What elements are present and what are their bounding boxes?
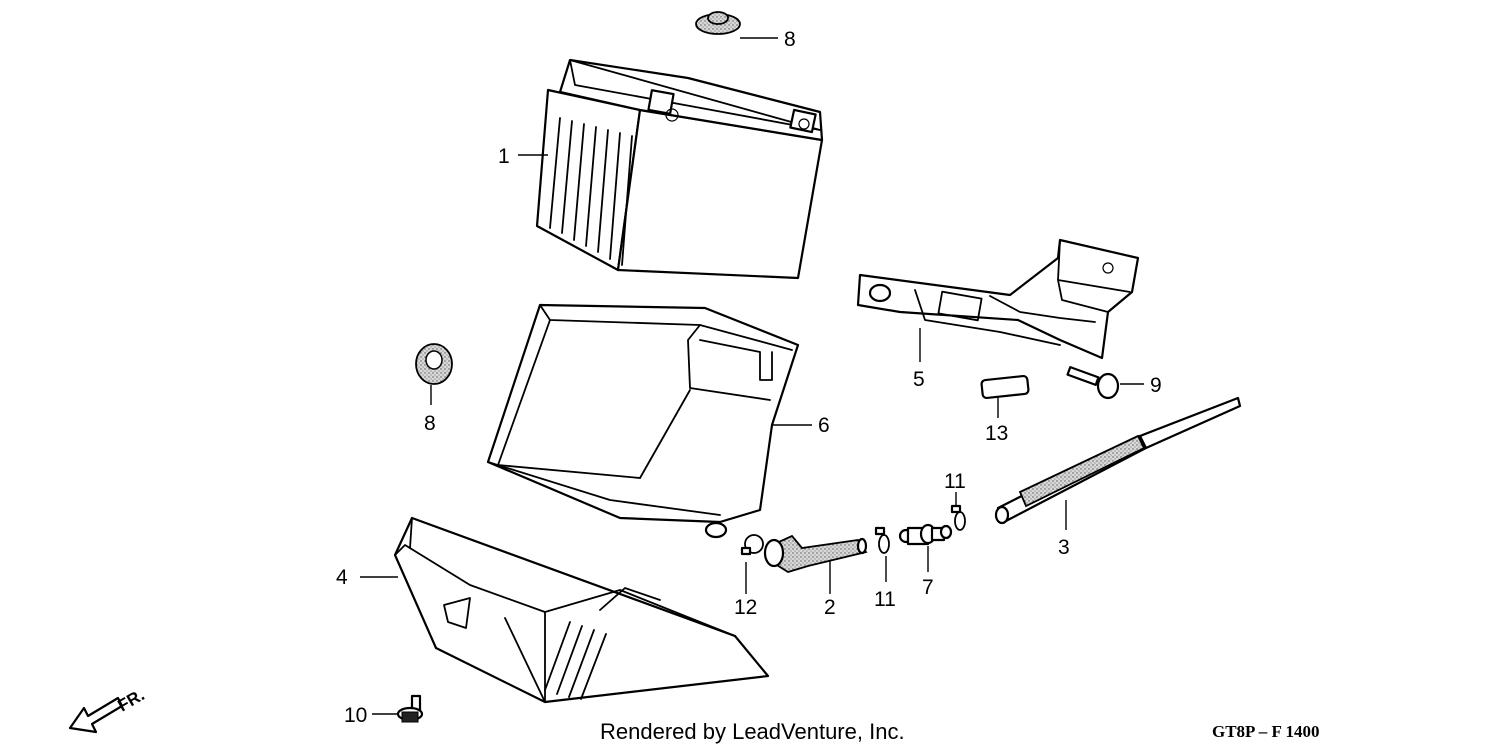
bracket-part[interactable] — [856, 238, 1140, 362]
callout-1: 1 — [498, 145, 510, 168]
callout-5: 5 — [913, 368, 925, 391]
clip-12-part[interactable] — [740, 534, 764, 594]
front-direction-label: FR. — [115, 685, 148, 715]
callout-11-left: 11 — [874, 588, 896, 611]
callout-9: 9 — [1150, 374, 1162, 397]
battery-case-part[interactable] — [486, 303, 812, 539]
callout-12: 12 — [734, 596, 757, 619]
breather-tube-part[interactable] — [994, 396, 1242, 530]
grommet-left-part[interactable] — [415, 343, 453, 405]
clip-11-right-part[interactable] — [950, 492, 966, 531]
drain-tube-part[interactable] — [763, 534, 868, 594]
fuse-part[interactable] — [980, 374, 1030, 418]
callout-10: 10 — [344, 704, 367, 727]
diagram-code: GT8P – F 1400 — [1212, 722, 1320, 741]
callout-4: 4 — [336, 566, 348, 589]
callout-11-right: 11 — [944, 470, 966, 493]
bolt-10-part[interactable] — [372, 694, 424, 723]
callout-3: 3 — [1058, 536, 1070, 559]
callout-6: 6 — [818, 414, 830, 437]
battery-part[interactable] — [518, 58, 824, 280]
clip-11-left-part[interactable] — [874, 526, 890, 582]
callout-13: 13 — [985, 422, 1008, 445]
battery-tray-part[interactable] — [360, 516, 770, 704]
callout-8-top: 8 — [784, 28, 796, 51]
bolt-9-part[interactable] — [1066, 366, 1144, 400]
callout-8-left: 8 — [424, 412, 436, 435]
grommet-top-part[interactable] — [695, 11, 778, 39]
joint-part[interactable] — [898, 523, 953, 572]
front-direction-arrow-icon — [68, 696, 124, 734]
callout-2: 2 — [824, 596, 836, 619]
render-credit: Rendered by LeadVenture, Inc. — [600, 719, 905, 744]
callout-7: 7 — [922, 576, 934, 599]
